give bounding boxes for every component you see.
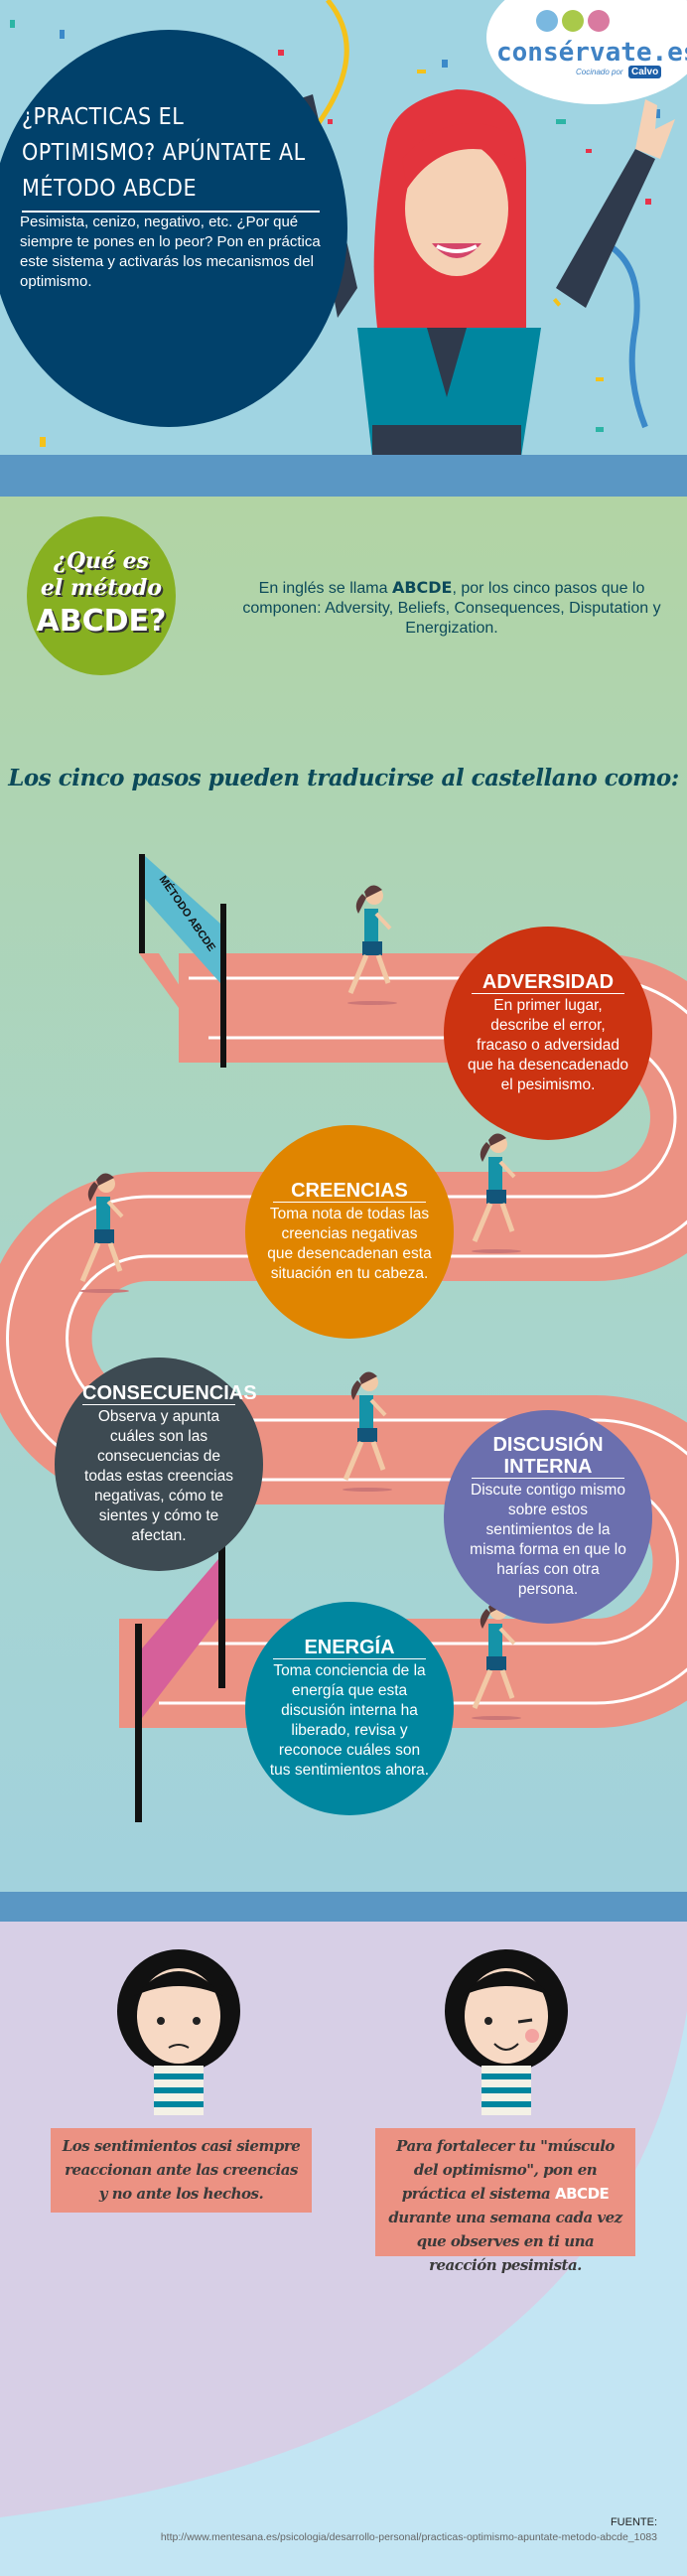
what-text-b: , por los cinco pasos que lo componen: A… <box>242 580 661 637</box>
step-text: Toma conciencia de la energía que esta d… <box>269 1662 430 1779</box>
logo-icons <box>536 10 610 32</box>
brand-badge: Calvo <box>628 66 662 78</box>
what-is-line2: el método <box>40 575 163 601</box>
step-text: Observa y apunta cuáles son las consecue… <box>84 1408 233 1544</box>
intro-circle <box>0 30 347 427</box>
running-track: MÉTODO ABCDE <box>0 854 687 1822</box>
runner-icon <box>343 1371 392 1492</box>
page-title: ¿PRACTICAS EL OPTIMISMO? APÚNTATE AL MÉT… <box>22 99 320 213</box>
tip-right-a: Para fortalecer tu "músculo del optimism… <box>396 2137 615 2203</box>
hero-section: ¿PRACTICAS EL OPTIMISMO? APÚNTATE AL MÉT… <box>0 0 687 455</box>
step-title: CONSECUENCIAS <box>82 1382 257 1405</box>
tip-right-bold: ABCDE <box>555 2185 610 2203</box>
what-text-bold: ABCDE <box>391 578 453 597</box>
sad-girl-illustration <box>117 1949 240 2115</box>
bulb-icon <box>562 10 584 32</box>
what-text-a: En inglés se llama <box>258 580 392 597</box>
step-circle-1: ADVERSIDAD En primer lugar, describe el e… <box>444 927 652 1140</box>
step-text: En primer lugar, describe el error, frac… <box>467 997 629 1093</box>
winking-girl-illustration <box>445 1949 568 2115</box>
step-text: Toma nota de todas las creencias negativ… <box>267 1206 432 1282</box>
apple-icon <box>536 10 558 32</box>
step-circle-3: CONSECUENCIAS Observa y apunta cuáles son… <box>55 1358 263 1571</box>
runner-icon <box>472 1133 521 1253</box>
step-text: Discute contigo mismo sobre estos sentim… <box>470 1482 626 1598</box>
step-title: ENERGÍA <box>273 1637 426 1659</box>
tip-right-b: durante una semana cada vez que observes… <box>388 2209 622 2274</box>
step-title: CREENCIAS <box>273 1180 426 1203</box>
step-title: DISCUSIÓN INTERNA <box>472 1434 624 1479</box>
what-is-text: En inglés se llama ABCDE, por los cinco … <box>233 578 670 639</box>
divider-band-2 <box>0 1892 687 1922</box>
step-circle-2: CREENCIAS Toma nota de todas las creencia… <box>245 1125 454 1339</box>
tip-left: Los sentimientos casi siempre reaccionan… <box>51 2128 312 2213</box>
five-steps-heading: Los cinco pasos pueden traducirse al cas… <box>8 765 679 791</box>
logo-sub: Cocinado por <box>576 68 623 76</box>
intro-text: Pesimista, cenizo, negativo, etc. ¿Por q… <box>20 214 321 290</box>
tip-right: Para fortalecer tu "músculo del optimism… <box>375 2128 635 2274</box>
step-title: ADVERSIDAD <box>472 971 624 994</box>
divider-band <box>0 455 687 497</box>
logo-name[interactable]: consérvate.es <box>496 38 687 68</box>
runner-icon <box>347 885 397 1005</box>
what-is-line1: ¿Qué es <box>53 548 150 574</box>
what-is-line3: ABCDE? <box>36 604 167 639</box>
step-circle-5: ENERGÍA Toma conciencia de la energía que… <box>245 1602 454 1815</box>
runner-icon <box>79 1173 129 1293</box>
bike-icon <box>588 10 610 32</box>
source-link[interactable]: http://www.mentesana.es/psicologia/desar… <box>160 2531 657 2543</box>
source-label: FUENTE: <box>610 2516 657 2528</box>
start-banner <box>135 1529 225 1822</box>
what-is-circle: ¿Qué es el método ABCDE? <box>27 516 176 675</box>
